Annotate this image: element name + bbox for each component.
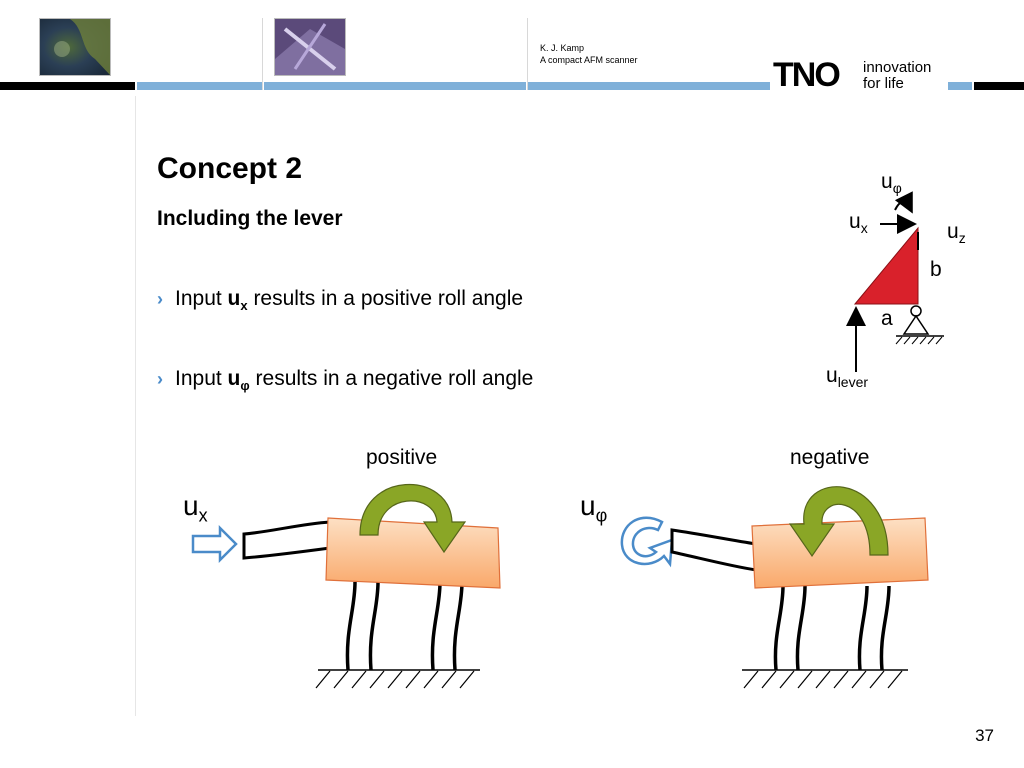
page-number: 37 <box>975 726 994 745</box>
label-b: b <box>930 258 942 281</box>
left-margin-rule <box>135 96 136 716</box>
bullet-variable-sub: x <box>240 298 248 314</box>
input-arrow-icon <box>191 524 238 564</box>
label-input-u-phi: uφ <box>580 490 608 526</box>
lever-beam <box>242 520 332 560</box>
label-input-u-x: ux <box>183 490 208 526</box>
label-a: a <box>881 307 893 330</box>
bullet-text: results in a positive roll angle <box>247 287 524 310</box>
pivot-support <box>902 314 930 335</box>
tagline-line-2: for life <box>863 75 904 92</box>
input-rotation-icon <box>620 516 674 568</box>
tno-logo: TNO <box>773 56 841 94</box>
talk-title: A compact AFM scanner <box>540 55 638 65</box>
bullet-chevron-icon: › <box>157 369 163 389</box>
bullet-item-2: › Input uφ results in a negative roll ang… <box>157 367 533 393</box>
label-u-x: ux <box>849 210 868 237</box>
tno-tagline: innovation for life <box>863 60 931 92</box>
positive-figure <box>191 483 501 689</box>
header-satellite-image <box>39 18 111 76</box>
slide-title: Concept 2 <box>157 152 303 185</box>
label-u-lever: ulever <box>826 364 869 391</box>
lever-schematic <box>846 191 944 372</box>
negative-figure <box>620 486 929 689</box>
lever-beam <box>670 528 758 572</box>
label-u-z: uz <box>947 220 966 247</box>
label-positive: positive <box>366 446 438 469</box>
bullet-item-1: › Input ux results in a positive roll ang… <box>157 287 523 313</box>
slide-subtitle: Including the lever <box>157 207 343 230</box>
label-u-phi: uφ <box>881 170 902 197</box>
header-author: K. J. Kamp A compact AFM scanner <box>540 42 638 66</box>
tagline-line-1: innovation <box>863 59 932 76</box>
u-phi-arrow <box>894 191 913 214</box>
flexure-legs <box>345 581 464 671</box>
author-name: K. J. Kamp <box>540 43 585 53</box>
stage-block <box>751 517 929 589</box>
bullet-chevron-icon: › <box>157 289 163 309</box>
label-negative: negative <box>790 446 870 469</box>
bullet-text: Input <box>175 367 228 390</box>
bullet-variable: u <box>227 287 241 310</box>
header-bar <box>0 82 1024 90</box>
flexure-legs <box>773 585 891 671</box>
pivot-circle <box>910 305 922 317</box>
bullet-variable-sub: φ <box>240 378 250 394</box>
header-machine-image <box>274 18 346 76</box>
header-divider <box>262 18 263 90</box>
lever-triangle <box>853 226 919 305</box>
header-divider <box>527 18 528 90</box>
bullet-variable: u <box>227 367 241 390</box>
rotation-arrow-cw-icon <box>359 483 467 554</box>
bullet-text: results in a negative roll angle <box>249 367 534 390</box>
bullet-text: Input <box>175 287 228 310</box>
rotation-arrow-ccw-icon <box>788 486 889 558</box>
stage-block <box>325 517 501 589</box>
